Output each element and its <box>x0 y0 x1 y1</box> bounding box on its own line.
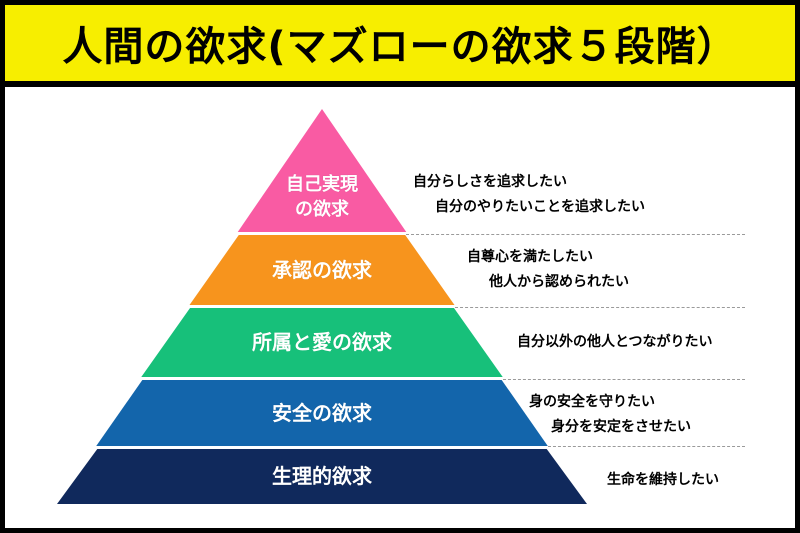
level-label-love-belonging: 所属と愛の欲求 <box>252 330 392 354</box>
annotation-physiological: 生命を維持したい <box>607 468 719 493</box>
page-title: 人間の欲求(マズローの欲求５段階） <box>62 24 738 70</box>
annotation-line: 自尊心を満たしたい <box>467 249 593 265</box>
annotation-self-actualization: 自分らしさを追求したい 自分のやりたいことを追求したい <box>413 170 645 220</box>
needs-pyramid: 自己実現 の欲求 承認の欲求 所属と愛の欲求 安全の欲求 生理的欲求 <box>57 109 587 504</box>
divider-dashed-line-4 <box>548 446 745 447</box>
level-label-safety: 安全の欲求 <box>272 400 372 425</box>
annotation-love-belonging: 自分以外の他人とつながりたい <box>517 330 712 355</box>
level-label-self-actualization: 自己実現 の欲求 <box>286 174 358 220</box>
divider-dashed-line-2 <box>455 307 745 308</box>
annotation-line: 身の安全を守りたい <box>529 394 655 410</box>
annotation-line: 自分のやりたいことを追求したい <box>435 199 645 215</box>
header-banner: 人間の欲求(マズローの欲求５段階） <box>5 5 795 87</box>
level-label-physiological: 生理的欲求 <box>272 464 372 488</box>
annotation-line: 自分らしさを追求したい <box>413 174 567 190</box>
annotation-line: 身分を安定をさせたい <box>551 419 691 435</box>
annotation-line: 自分以外の他人とつながりたい <box>517 334 713 350</box>
pyramid-level-physiological: 生理的欲求 <box>57 449 587 504</box>
pyramid-level-safety: 安全の欲求 <box>96 380 548 446</box>
annotation-line: 他人から認められたい <box>489 274 629 290</box>
annotation-safety: 身の安全を守りたい 身分を安定をさせたい <box>529 390 691 440</box>
divider-dashed-line-1 <box>406 234 745 235</box>
annotation-esteem: 自尊心を満たしたい 他人から認められたい <box>467 245 629 295</box>
divider-dashed-line-3 <box>503 379 745 380</box>
level-label-esteem: 承認の欲求 <box>272 257 372 282</box>
maslow-diagram: 自己実現 の欲求 承認の欲求 所属と愛の欲求 安全の欲求 生理的欲求 自分らしさ… <box>5 87 795 522</box>
pyramid-level-love-belonging: 所属と愛の欲求 <box>141 308 503 377</box>
annotation-line: 生命を維持したい <box>607 472 719 488</box>
pyramid-level-esteem: 承認の欲求 <box>189 235 455 305</box>
